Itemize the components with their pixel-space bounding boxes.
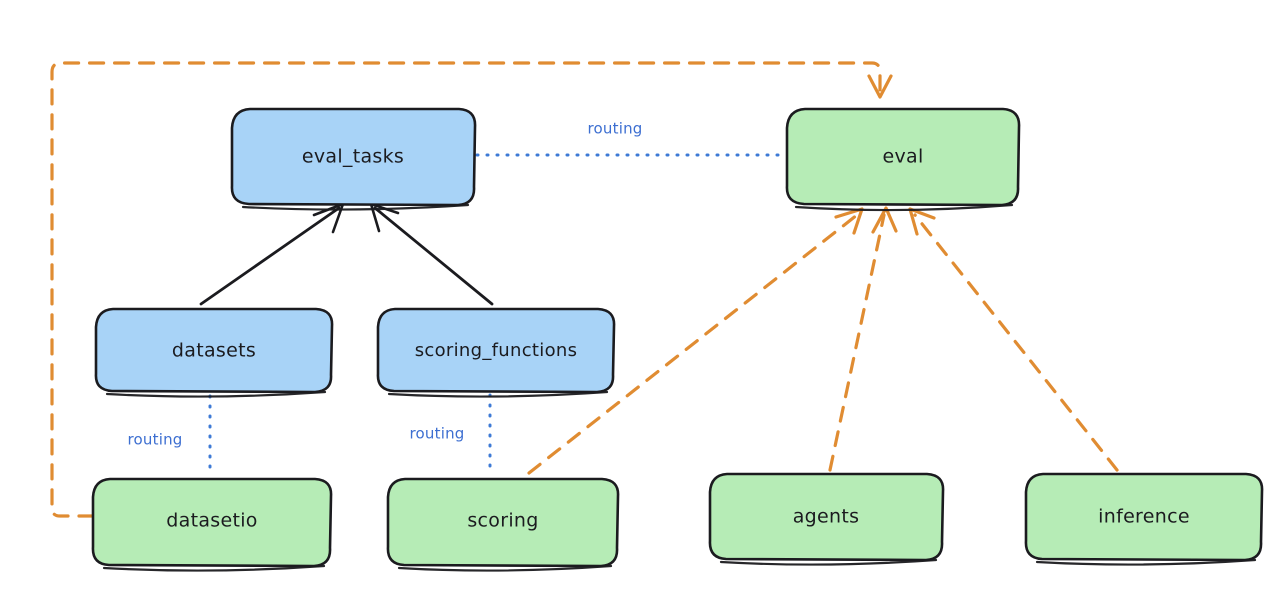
node-datasets-label: datasets xyxy=(172,340,256,362)
edge-inference-to-eval xyxy=(908,207,1119,472)
edge-datasetio-to-eval-arrowhead xyxy=(867,74,893,99)
node-scoring-label: scoring xyxy=(467,510,538,532)
edge-datasetio-to-eval xyxy=(50,61,893,518)
solid-edges-group xyxy=(199,202,494,306)
node-scoring[interactable]: scoring xyxy=(386,477,620,572)
edge-inference-to-eval-arrowhead xyxy=(908,207,936,236)
node-eval-tasks[interactable]: eval_tasks xyxy=(230,107,477,211)
node-eval[interactable]: eval xyxy=(785,107,1021,212)
edge-agents-to-eval xyxy=(828,206,898,472)
node-scoring-functions-shadow xyxy=(387,390,609,398)
node-inference-label: inference xyxy=(1098,506,1190,528)
node-datasets-shadow xyxy=(105,390,327,398)
node-eval-tasks-shadow xyxy=(241,203,470,211)
node-agents-shadow xyxy=(719,558,938,566)
node-inference-shadow xyxy=(1035,558,1257,566)
node-inference-box[interactable] xyxy=(1024,472,1264,562)
node-datasets[interactable]: datasets xyxy=(94,307,334,398)
edge-datasets-to-eval_tasks xyxy=(199,202,345,306)
node-eval-label: eval xyxy=(882,146,923,168)
edge-datasets-to-eval_tasks-line xyxy=(199,206,341,306)
node-scoring-shadow xyxy=(397,564,613,572)
node-datasetio-box[interactable] xyxy=(91,477,333,568)
edge-scoring-to-eval-line xyxy=(527,213,859,475)
node-inference[interactable]: inference xyxy=(1024,472,1264,566)
node-scoring-box[interactable] xyxy=(386,477,620,568)
edge-inference-to-eval-line xyxy=(913,213,1119,472)
edge-label-routing-datasets-datasetio: routing xyxy=(128,431,183,449)
edge-scoring_functions-to-eval_tasks-line xyxy=(373,206,494,306)
routing-edges-group xyxy=(208,153,788,476)
node-scoring-functions-box[interactable] xyxy=(376,307,616,394)
dependency-edges-group xyxy=(50,61,1119,518)
edge-label-routing-eval-tasks-eval: routing xyxy=(588,120,643,138)
edge-agents-to-eval-line xyxy=(828,213,886,472)
edge-labels-group: routing routing routing xyxy=(128,120,643,449)
node-eval-box[interactable] xyxy=(785,107,1021,207)
node-eval-shadow xyxy=(794,203,1014,212)
node-datasetio-label: datasetio xyxy=(166,510,257,532)
edge-scoring_functions-to-eval_tasks xyxy=(369,202,494,306)
node-datasetio[interactable]: datasetio xyxy=(91,477,333,572)
node-agents[interactable]: agents xyxy=(708,472,945,566)
node-datasets-box[interactable] xyxy=(94,307,334,394)
node-eval-tasks-label: eval_tasks xyxy=(302,146,404,168)
edge-agents-to-eval-arrowhead xyxy=(871,206,898,234)
node-datasetio-shadow xyxy=(102,564,326,572)
edge-datasetio-to-eval-line xyxy=(50,61,882,518)
node-agents-label: agents xyxy=(793,506,860,528)
node-scoring-functions-label: scoring_functions xyxy=(415,340,578,361)
node-scoring-functions[interactable]: scoring_functions xyxy=(376,307,616,398)
node-agents-box[interactable] xyxy=(708,472,945,562)
edge-label-routing-scoring-functions-scoring: routing xyxy=(410,425,465,443)
node-eval-tasks-box[interactable] xyxy=(230,107,477,207)
